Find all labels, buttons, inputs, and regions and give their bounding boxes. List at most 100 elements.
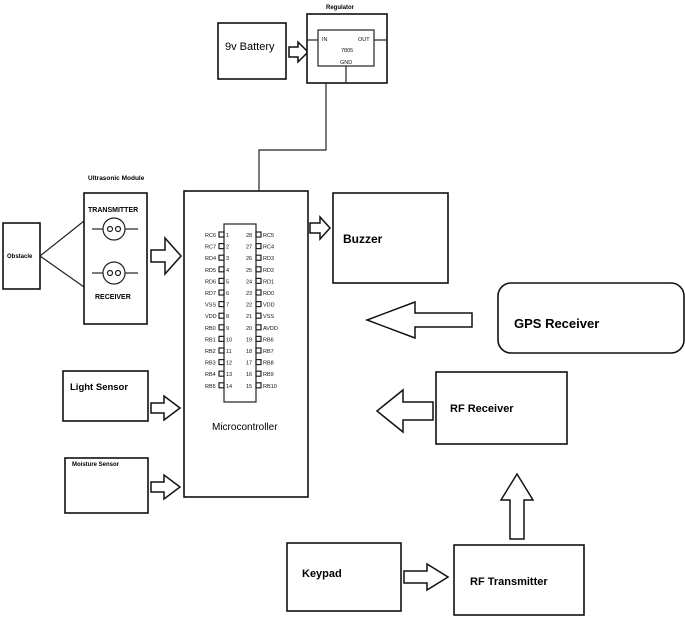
receiver-dot-right [114, 269, 122, 277]
microcontroller-label: Microcontroller [212, 422, 278, 433]
ic-pin-right [255, 347, 262, 354]
buzzer-box [332, 192, 449, 284]
keypad-box [286, 542, 402, 612]
arrow-rftransmitter-to-rfreceiver [499, 472, 535, 540]
ic-pin-left-label: RD7 [205, 291, 216, 297]
ic-pin-right-number: 26 [246, 256, 252, 262]
ic-pin-left-number: 7 [226, 303, 229, 309]
transmitter-dot-left [106, 225, 114, 233]
ic-pin-left-label: RB2 [205, 349, 216, 355]
ic-pin-right-label: RB10 [263, 384, 277, 390]
ic-pin-right-label: RD1 [263, 279, 274, 285]
ic-pin-right-label: AVDD [263, 326, 278, 332]
ic-pin-right [255, 231, 262, 238]
ic-pin-left-number: 13 [226, 372, 232, 378]
transmitter-label: TRANSMITTER [88, 207, 138, 214]
buzzer-label: Buzzer [343, 232, 383, 246]
ic-pin-left [218, 277, 225, 284]
ic-pin-left [218, 335, 225, 342]
ic-pin-right-label: RD2 [263, 268, 274, 274]
ic-pin-left-number: 11 [226, 349, 232, 355]
light-sensor-box [62, 370, 149, 422]
ic-pin-right-label: RB7 [263, 349, 274, 355]
ic-pin-right-number: 23 [246, 291, 252, 297]
ic-pin-left-label: VSS [205, 303, 216, 309]
ic-pin-right [255, 324, 262, 331]
ic-pin-left-number: 2 [226, 245, 229, 251]
ic-pin-left-label: RD5 [205, 268, 216, 274]
regulator-label: Regulator [326, 5, 355, 11]
regulator-part-number: 7805 [341, 48, 353, 54]
ic-pin-left-number: 1 [226, 233, 229, 239]
ic-pin-left-label: RC6 [205, 233, 216, 239]
battery-box [217, 22, 287, 80]
ic-pin-right-number: 18 [246, 349, 252, 355]
ic-pin-left-number: 8 [226, 314, 229, 320]
ic-pin-right-label: RB8 [263, 361, 274, 367]
ic-pin-right-label: RB9 [263, 372, 274, 378]
regulator-pin-gnd: GND [340, 60, 352, 66]
ic-pin-right-number: 17 [246, 361, 252, 367]
arrow-light-to-mcu [150, 394, 182, 422]
ic-pin-right [255, 312, 262, 319]
obstacle-line-upper [39, 220, 85, 257]
ic-pin-left [218, 324, 225, 331]
ic-pin-left [218, 312, 225, 319]
ic-pin-left-number: 6 [226, 291, 229, 297]
power-wire [258, 83, 327, 191]
arrow-ultrasonic-to-mcu [150, 236, 183, 276]
ic-pin-left-label: RB0 [205, 326, 216, 332]
ic-pin-left [218, 266, 225, 273]
ic-pin-left-number: 9 [226, 326, 229, 332]
receiver-dot-left [106, 269, 114, 277]
obstacle-line-lower [39, 255, 85, 288]
ic-pin-left-number: 12 [226, 361, 232, 367]
arrow-battery-to-regulator [288, 40, 310, 64]
ic-pin-left-label: RB4 [205, 372, 216, 378]
transmitter-dot-right [114, 225, 122, 233]
microcontroller-box [183, 190, 309, 498]
ic-pin-right-label: VSS [263, 314, 274, 320]
rf-receiver-label: RF Receiver [450, 403, 514, 415]
ic-pin-left [218, 301, 225, 308]
regulator-pin-out: OUT [358, 37, 370, 43]
ic-pin-left-number: 4 [226, 268, 229, 274]
ic-pin-right-number: 25 [246, 268, 252, 274]
gps-receiver-label: GPS Receiver [514, 316, 599, 331]
ic-pin-left [218, 243, 225, 250]
obstacle-label: Obstacle [7, 254, 33, 260]
ic-pin-left-label: RD4 [205, 256, 216, 262]
ic-pin-left [218, 359, 225, 366]
arrow-mcu-to-buzzer [309, 215, 332, 241]
keypad-label: Keypad [302, 568, 342, 580]
ic-pin-right [255, 370, 262, 377]
ic-pin-left-label: RB1 [205, 337, 216, 343]
ic-pin-right [255, 359, 262, 366]
ic-pin-right [255, 243, 262, 250]
ic-pin-left-number: 14 [226, 384, 232, 390]
ic-pin-left [218, 370, 225, 377]
ic-pin-right-number: 22 [246, 303, 252, 309]
arrow-moisture-to-mcu [150, 473, 182, 501]
ic-pin-right-number: 20 [246, 326, 252, 332]
ic-pin-right [255, 266, 262, 273]
rf-transmitter-box [453, 544, 585, 616]
ultrasonic-module-label: Ultrasonic Module [88, 175, 145, 182]
ic-pin-left [218, 254, 225, 261]
battery-label: 9v Battery [225, 41, 275, 53]
ic-pin-right [255, 277, 262, 284]
ic-pin-left [218, 347, 225, 354]
ic-pin-right [255, 254, 262, 261]
ic-pin-right-label: RD0 [263, 291, 274, 297]
light-sensor-label: Light Sensor [70, 382, 128, 393]
rf-transmitter-label: RF Transmitter [470, 576, 548, 588]
moisture-sensor-box [64, 457, 149, 514]
ic-pin-right-number: 28 [246, 233, 252, 239]
ic-pin-right-number: 24 [246, 279, 252, 285]
ultrasonic-module-box [83, 192, 148, 325]
ic-pin-right-label: RB6 [263, 337, 274, 343]
ic-pin-left [218, 231, 225, 238]
arrow-keypad-to-rftransmitter [403, 562, 450, 592]
